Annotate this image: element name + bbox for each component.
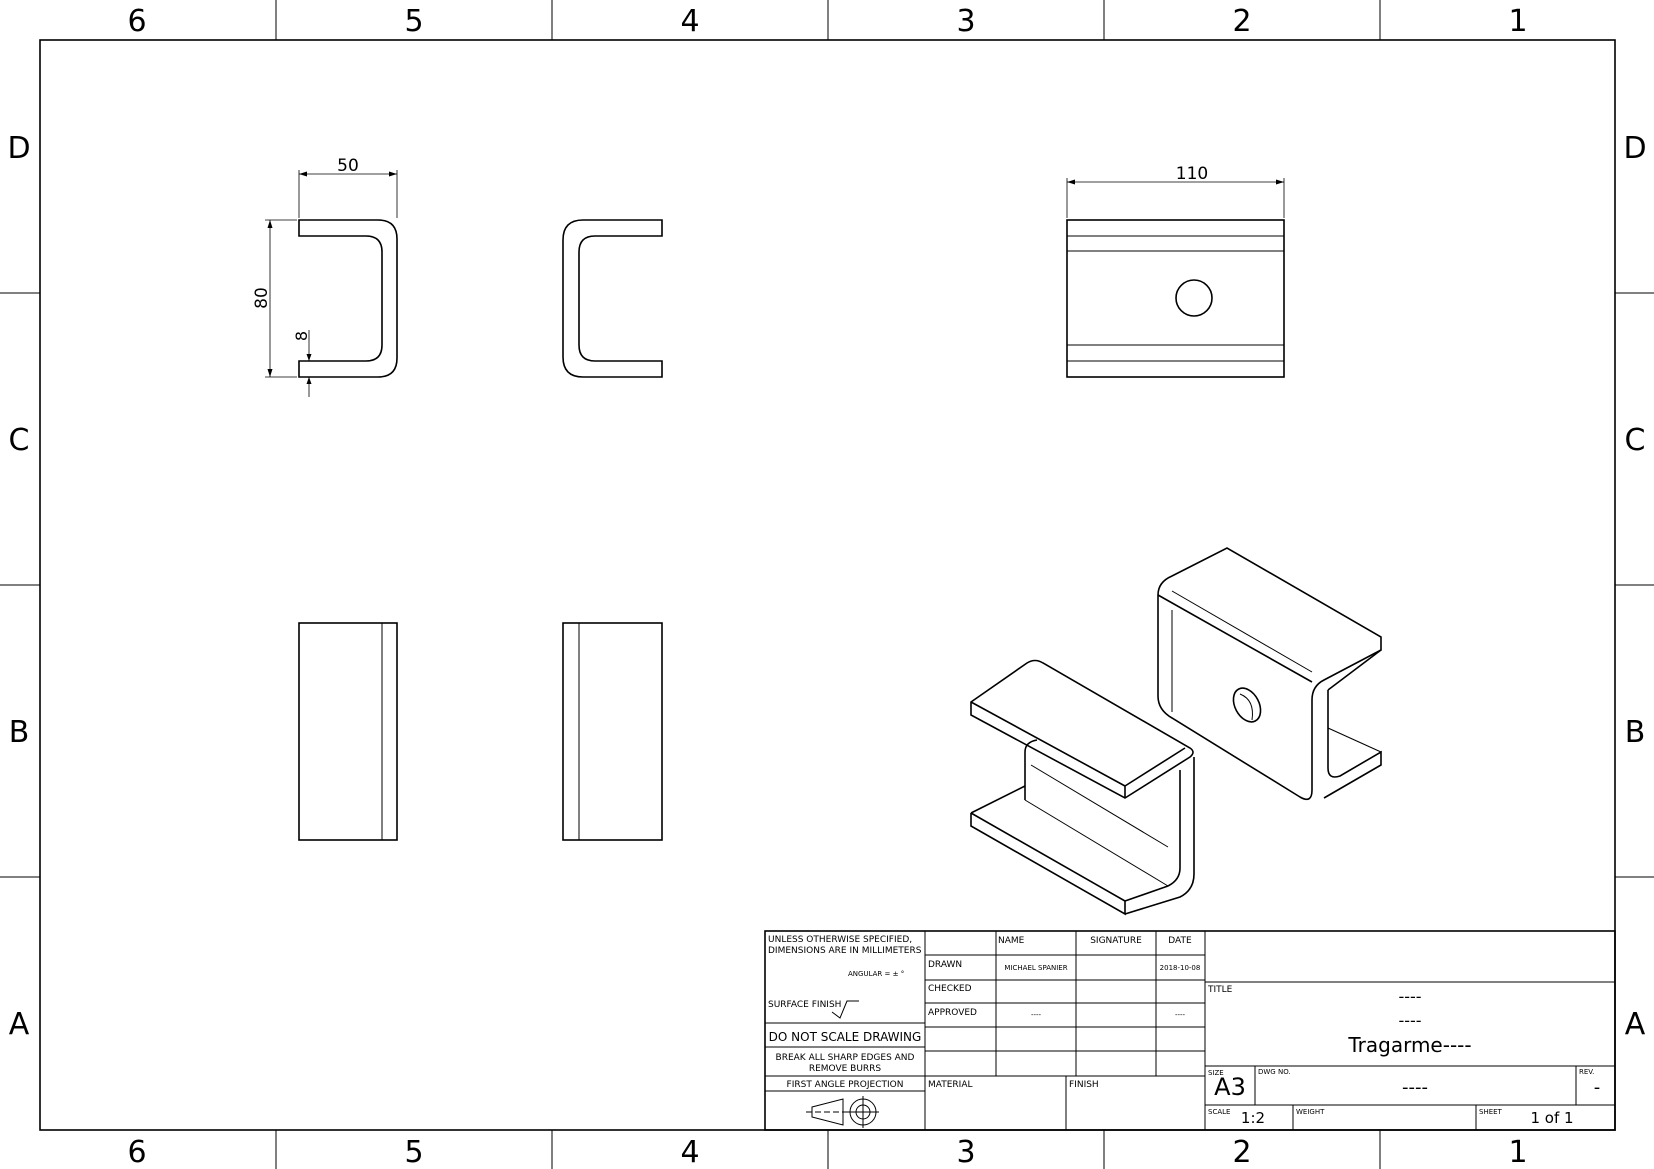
tb-surface-finish: SURFACE FINISH — [768, 1000, 841, 1010]
title-block — [764, 930, 1616, 1131]
zone-col-top-5: 5 — [404, 4, 423, 39]
tb-projection: FIRST ANGLE PROJECTION — [787, 1080, 904, 1090]
isometric-view-front — [970, 659, 1195, 916]
tb-dwgno-value: ---- — [1402, 1077, 1428, 1098]
tb-title-line1: ---- — [1398, 987, 1421, 1006]
zone-col-bottom-3: 3 — [956, 1135, 975, 1169]
tb-row-drawn: DRAWN — [928, 960, 962, 970]
zone-row-left-a: A — [9, 1007, 30, 1042]
tb-drawn-name: MICHAEL SPANIER — [1004, 964, 1067, 972]
tb-title-line3: Tragarme---- — [1347, 1033, 1471, 1057]
zone-col-top-3: 3 — [956, 4, 975, 39]
tb-unless-line2: DIMENSIONS ARE IN MILLIMETERS — [768, 946, 922, 956]
tb-break-edges-2: REMOVE BURRS — [809, 1064, 882, 1074]
dimension-50: 50 — [337, 156, 359, 176]
tb-approved-date: ---- — [1175, 1011, 1186, 1019]
zone-col-top-1: 1 — [1508, 4, 1527, 39]
tb-scale-value: 1:2 — [1241, 1109, 1265, 1127]
dimension-80: 80 — [252, 287, 272, 309]
tb-sheet-value: 1 of 1 — [1530, 1109, 1573, 1127]
bottom-view-left — [298, 622, 398, 841]
zone-row-right-d: D — [1623, 131, 1646, 166]
tb-unless-line1: UNLESS OTHERWISE SPECIFIED, — [768, 935, 912, 945]
tb-weight-label: WEIGHT — [1296, 1108, 1325, 1116]
zone-row-left-d: D — [7, 131, 30, 166]
zone-row-left-c: C — [9, 423, 30, 458]
zone-col-bottom-4: 4 — [680, 1135, 699, 1169]
first-angle-projection-icon — [806, 1096, 879, 1128]
tb-drawn-date: 2018-10-08 — [1160, 964, 1201, 972]
top-view: 110 — [1066, 164, 1285, 378]
side-view — [562, 219, 663, 378]
tb-approved-name: ---- — [1031, 1011, 1042, 1019]
tb-finish-label: FINISH — [1069, 1080, 1099, 1090]
zone-row-right-a: A — [1625, 1007, 1646, 1042]
tb-size-label: SIZE — [1208, 1069, 1224, 1077]
tb-angular: ANGULAR = ± ° — [848, 970, 904, 978]
tb-dwgno-label: DWG NO. — [1258, 1068, 1291, 1076]
tb-header-name: NAME — [998, 936, 1025, 946]
bottom-view-right — [562, 622, 663, 841]
zone-col-top-2: 2 — [1232, 4, 1251, 39]
dimension-8: 8 — [292, 331, 311, 341]
zone-row-left-b: B — [9, 715, 30, 750]
drawing-border — [39, 39, 1616, 1131]
tb-scale-label: SCALE — [1208, 1108, 1230, 1116]
tb-row-approved: APPROVED — [928, 1008, 977, 1018]
tb-rev-value: - — [1594, 1077, 1601, 1098]
surface-finish-icon — [831, 1000, 859, 1019]
tb-do-not-scale: DO NOT SCALE DRAWING — [769, 1030, 922, 1044]
zone-row-right-c: C — [1625, 423, 1646, 458]
zone-col-top-6: 6 — [127, 4, 146, 39]
tb-size-value: A3 — [1214, 1073, 1246, 1101]
zone-col-bottom-1: 1 — [1508, 1135, 1527, 1169]
tb-header-signature: SIGNATURE — [1090, 936, 1142, 946]
zone-row-right-b: B — [1625, 715, 1646, 750]
zone-col-top-4: 4 — [680, 4, 699, 39]
isometric-view-back — [1157, 547, 1382, 801]
tb-rev-label: REV. — [1579, 1068, 1594, 1076]
tb-title-label: TITLE — [1207, 985, 1233, 995]
tb-break-edges-1: BREAK ALL SHARP EDGES AND — [776, 1053, 915, 1063]
dimension-110: 110 — [1176, 164, 1208, 184]
tb-material-label: MATERIAL — [928, 1080, 973, 1090]
zone-col-bottom-5: 5 — [404, 1135, 423, 1169]
tb-title-line2: ---- — [1398, 1011, 1421, 1030]
tb-row-checked: CHECKED — [928, 984, 972, 994]
zone-col-bottom-2: 2 — [1232, 1135, 1251, 1169]
tb-sheet-label: SHEET — [1479, 1108, 1503, 1116]
tb-header-date: DATE — [1168, 936, 1192, 946]
zone-col-bottom-6: 6 — [127, 1135, 146, 1169]
front-view: 50 80 8 — [252, 156, 398, 397]
